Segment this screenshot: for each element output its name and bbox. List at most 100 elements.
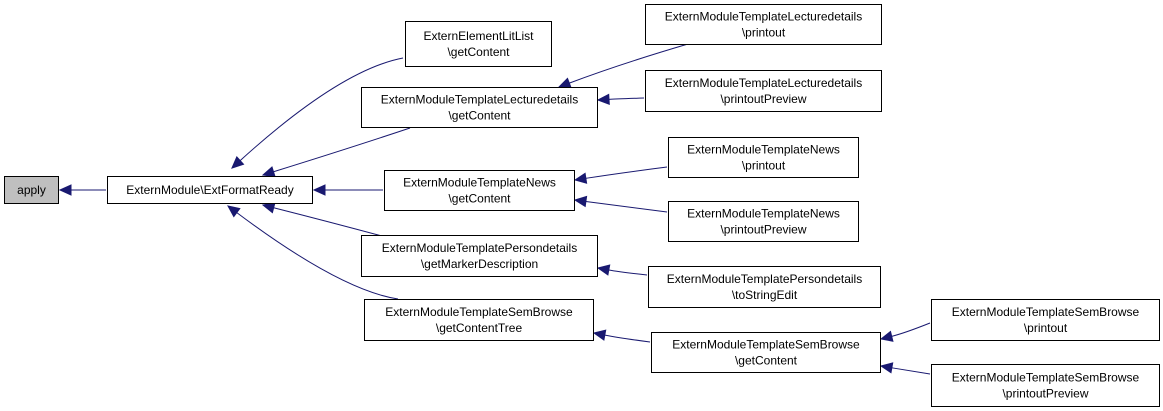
node-label-line: ExternModuleTemplateLecturedetails <box>665 76 862 90</box>
node-sembrowse_tree[interactable]: ExternModuleTemplateSemBrowse \getContent… <box>364 299 594 341</box>
node-news[interactable]: ExternModuleTemplateNews \getContent <box>384 170 575 211</box>
node-apply[interactable]: apply <box>4 176 59 204</box>
edge-line <box>608 97 645 100</box>
node-box <box>361 87 598 128</box>
node-label-line: ExternModuleTemplatePersondetails <box>667 272 862 286</box>
node-box <box>651 332 881 373</box>
node-label-line: ExternModuleTemplatePersondetails <box>382 241 577 255</box>
node-label-line: \printout <box>742 26 786 40</box>
node-label-line: ExternModuleTemplateNews <box>687 143 840 157</box>
node-box <box>361 235 598 277</box>
edge-sembrowse_content-to-sembrowse_tree <box>592 329 651 343</box>
node-box <box>931 299 1160 341</box>
node-box <box>648 266 881 308</box>
arrowhead-icon <box>879 330 894 342</box>
node-label-line: \getContent <box>735 354 798 368</box>
node-box <box>645 4 882 45</box>
node-box <box>4 176 59 204</box>
node-persondet[interactable]: ExternModuleTemplatePersondetails \getMar… <box>361 235 598 277</box>
edge-news-to-extformat <box>312 184 384 196</box>
edge-elemlit-to-extformat <box>231 57 404 169</box>
node-label-line: ExternModuleTemplateSemBrowse <box>952 371 1140 385</box>
node-box <box>107 176 313 204</box>
node-box <box>645 70 882 112</box>
node-box <box>364 299 594 341</box>
arrowhead-icon <box>592 329 607 341</box>
edge-lecture_preview-to-lecture <box>596 93 645 106</box>
edge-line <box>891 367 931 375</box>
node-sembrowse_content[interactable]: ExternModuleTemplateSemBrowse \getContent <box>651 332 881 373</box>
node-sembrowse_preview[interactable]: ExternModuleTemplateSemBrowse \printoutPr… <box>931 364 1160 407</box>
node-label-line: ExternModuleTemplateLecturedetails <box>665 10 862 24</box>
node-label-line: \getContent <box>448 192 511 206</box>
edge-line <box>585 166 668 179</box>
arrowhead-icon <box>557 77 572 89</box>
edge-line <box>239 57 404 161</box>
nodes-layer: apply ExternModule\ExtFormatReady ExternEl… <box>4 4 1160 407</box>
edge-news_print-to-news <box>573 166 668 184</box>
edge-line <box>604 334 651 343</box>
node-extformat[interactable]: ExternModule\ExtFormatReady <box>107 176 313 204</box>
node-label-line: ExternModuleTemplateSemBrowse <box>672 338 860 352</box>
node-label-line: \printoutPreview <box>720 223 806 237</box>
node-label-line: ExternModule\ExtFormatReady <box>126 183 293 197</box>
edge-line <box>236 212 399 300</box>
edge-sembrowse_preview-to-sembrowse_content <box>879 362 931 375</box>
edge-news_preview-to-news <box>573 195 668 213</box>
edge-line <box>585 200 668 213</box>
arrowhead-icon <box>312 184 326 196</box>
arrowhead-icon <box>58 184 72 196</box>
node-label-line: ExternModuleTemplateSemBrowse <box>952 305 1140 319</box>
edge-lecture-to-extformat <box>261 127 411 178</box>
arrowhead-icon <box>261 202 276 214</box>
edge-line <box>273 207 383 237</box>
arrowhead-icon <box>879 362 894 374</box>
node-news_preview[interactable]: ExternModuleTemplateNews \printoutPreview <box>668 201 859 242</box>
node-label-line: \printout <box>742 159 786 173</box>
node-label-line: \printout <box>1024 321 1068 335</box>
arrowhead-icon <box>596 264 611 276</box>
edge-line <box>569 43 689 84</box>
edge-extformat-to-apply <box>58 184 107 196</box>
node-sembrowse_print[interactable]: ExternModuleTemplateSemBrowse \printout <box>931 299 1160 341</box>
arrowhead-icon <box>231 155 245 169</box>
edge-line <box>273 127 411 173</box>
edge-persondet-to-extformat <box>261 202 383 237</box>
arrowhead-icon <box>596 93 610 106</box>
edge-line <box>608 269 648 276</box>
node-label-line: \getContent <box>448 109 511 123</box>
arrowhead-icon <box>573 172 588 184</box>
node-lecture[interactable]: ExternModuleTemplateLecturedetails \getCo… <box>361 87 598 128</box>
node-label-line: ExternModuleTemplateSemBrowse <box>385 305 573 319</box>
node-elemlit[interactable]: ExternElementLitList \getContent <box>405 21 552 67</box>
node-box <box>931 364 1160 407</box>
edge-line <box>891 322 931 337</box>
node-label-line: ExternModuleTemplateNews <box>687 207 840 221</box>
arrowhead-icon <box>573 195 588 208</box>
edges-layer <box>58 43 931 375</box>
node-news_print[interactable]: ExternModuleTemplateNews \printout <box>668 137 859 178</box>
node-label-line: ExternElementLitList <box>423 29 534 43</box>
node-label-line: \getContent <box>447 45 510 59</box>
node-person_tostring[interactable]: ExternModuleTemplatePersondetails \toStri… <box>648 266 881 308</box>
node-box <box>668 201 859 242</box>
node-box <box>405 21 552 67</box>
node-box <box>384 170 575 211</box>
edge-sembrowse_print-to-sembrowse_content <box>879 322 931 342</box>
node-lecture_print[interactable]: ExternModuleTemplateLecturedetails \print… <box>645 4 882 45</box>
node-label-line: ExternModuleTemplateNews <box>403 176 556 190</box>
node-box <box>668 137 859 178</box>
node-label-line: \toStringEdit <box>732 288 798 302</box>
edge-sembrowse_tree-to-extformat <box>227 205 399 300</box>
node-label-line: \printoutPreview <box>720 92 806 106</box>
node-label-line: ExternModuleTemplateLecturedetails <box>381 93 578 107</box>
node-label-line: \getContentTree <box>436 321 523 335</box>
node-label-line: \printoutPreview <box>1002 387 1088 401</box>
node-label-line: apply <box>17 183 46 197</box>
node-lecture_preview[interactable]: ExternModuleTemplateLecturedetails \print… <box>645 70 882 112</box>
node-label-line: \getMarkerDescription <box>421 257 538 271</box>
edge-person_tostring-to-persondet <box>596 264 648 276</box>
arrowhead-icon <box>261 166 276 178</box>
arrowhead-icon <box>227 205 241 218</box>
